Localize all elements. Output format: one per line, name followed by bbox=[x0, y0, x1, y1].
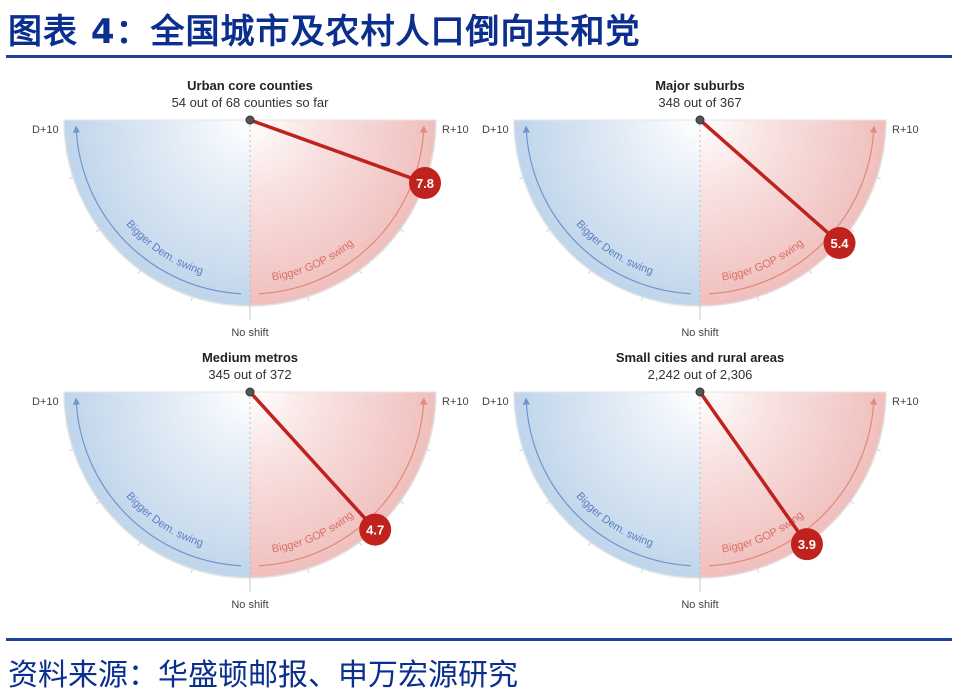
gauge-subtitle: 345 out of 372 bbox=[208, 367, 291, 382]
gauge-1: Urban core counties 54 out of 68 counties… bbox=[32, 78, 469, 339]
pivot-dot bbox=[245, 115, 255, 125]
value-badge bbox=[823, 227, 856, 260]
value-label: 3.9 bbox=[798, 537, 816, 552]
gauge-title: Medium metros bbox=[202, 350, 298, 365]
no-shift-label: No shift bbox=[681, 599, 718, 611]
d-plus-10-label: D+10 bbox=[32, 396, 59, 408]
gauge-title: Major suburbs bbox=[655, 78, 745, 93]
no-shift-label: No shift bbox=[231, 327, 268, 339]
source-divider bbox=[6, 638, 952, 641]
dem-arrow bbox=[72, 397, 241, 567]
pivot-dot bbox=[695, 387, 705, 397]
dem-sector bbox=[64, 120, 250, 306]
gauge-2: Major suburbs 348 out of 367 No shift D+10 R… bbox=[482, 78, 919, 339]
gauge-subtitle: 348 out of 367 bbox=[658, 95, 741, 110]
no-shift-label: No shift bbox=[231, 599, 268, 611]
dem-arrow bbox=[72, 125, 241, 295]
d-plus-10-label: D+10 bbox=[482, 124, 509, 136]
r-plus-10-label: R+10 bbox=[892, 124, 919, 136]
value-label: 7.8 bbox=[416, 176, 434, 191]
dem-sector bbox=[514, 392, 700, 578]
r-plus-10-label: R+10 bbox=[442, 124, 469, 136]
needle bbox=[698, 118, 841, 245]
gop-arrow bbox=[709, 125, 878, 295]
d-plus-10-label: D+10 bbox=[482, 396, 509, 408]
value-label: 5.4 bbox=[830, 236, 849, 251]
value-badge bbox=[409, 167, 442, 200]
dem-sector bbox=[64, 392, 250, 578]
dem-arrow bbox=[522, 125, 691, 295]
pivot-dot bbox=[695, 115, 705, 125]
gop-sector bbox=[700, 120, 886, 306]
value-badge bbox=[359, 513, 392, 546]
needle bbox=[249, 118, 426, 185]
value-label: 4.7 bbox=[366, 523, 384, 538]
d-plus-10-label: D+10 bbox=[32, 124, 59, 136]
dem-sector bbox=[514, 120, 700, 306]
gauge-subtitle: 2,242 out of 2,306 bbox=[648, 367, 753, 382]
gauge-subtitle: 54 out of 68 counties so far bbox=[172, 95, 329, 110]
gop-sector bbox=[250, 392, 436, 578]
source-note: 资料来源：华盛顿邮报、申万宏源研究 bbox=[8, 658, 518, 693]
no-shift-label: No shift bbox=[681, 327, 718, 339]
gop-arrow bbox=[259, 125, 428, 295]
needle bbox=[698, 390, 809, 546]
gop-arrow bbox=[709, 397, 878, 567]
gauge-title: Urban core counties bbox=[187, 78, 313, 93]
pivot-dot bbox=[245, 387, 255, 397]
r-plus-10-label: R+10 bbox=[442, 396, 469, 408]
dem-arrow bbox=[522, 397, 691, 567]
title-divider bbox=[6, 55, 952, 58]
gop-sector bbox=[250, 120, 436, 306]
gauge-3: Medium metros 345 out of 372 No shift D+10 R… bbox=[32, 350, 469, 611]
gauge-title: Small cities and rural areas bbox=[616, 350, 784, 365]
r-plus-10-label: R+10 bbox=[892, 396, 919, 408]
needle bbox=[248, 390, 377, 531]
gop-sector bbox=[700, 392, 886, 578]
value-badge bbox=[790, 528, 823, 561]
page-title: 图表 4：全国城市及农村人口倒向共和党 bbox=[8, 12, 641, 52]
gauge-4: Small cities and rural areas 2,242 out of… bbox=[482, 350, 919, 611]
